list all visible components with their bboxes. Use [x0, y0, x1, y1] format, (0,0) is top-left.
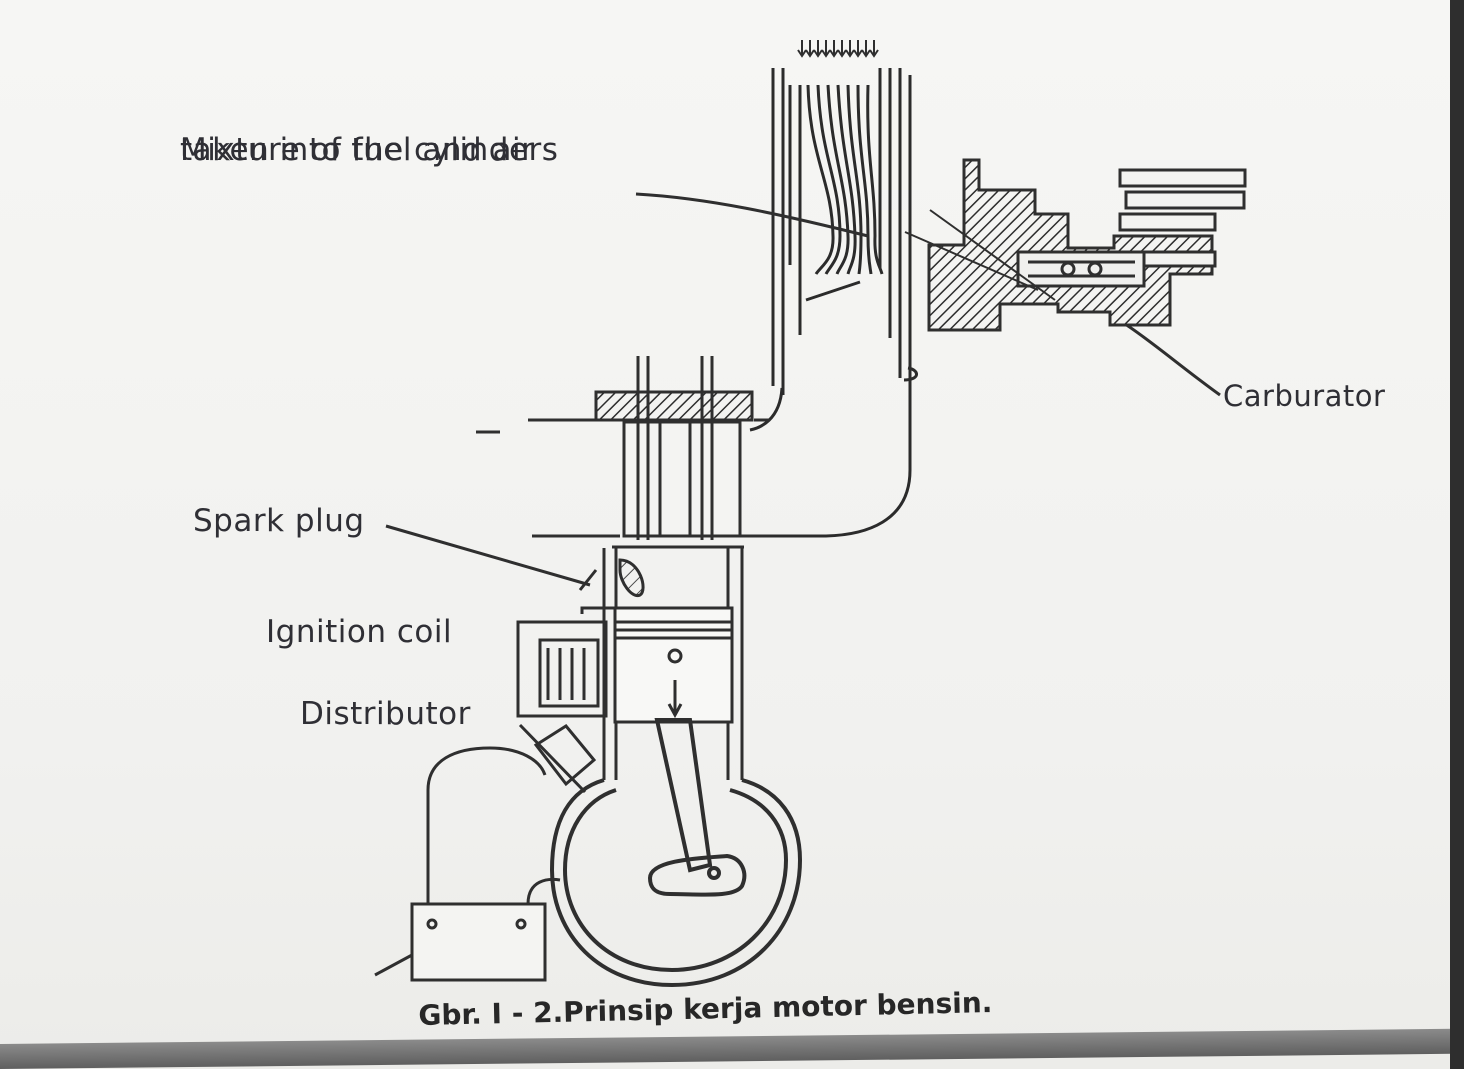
distributor-body: [426, 723, 597, 905]
mixture-label-line-1: Mixture of fuel and air: [180, 132, 535, 168]
ignition-coil: [516, 569, 618, 718]
ignition-coil-label: Ignition coil: [266, 614, 453, 650]
crankcase: [549, 778, 803, 988]
spark-plug-label: Spark plug: [193, 503, 365, 539]
cylinder-and-piston: [602, 545, 744, 780]
connecting-rod: [647, 718, 747, 897]
distributor-label: Distributor: [300, 696, 471, 732]
right-shadow: [1450, 0, 1464, 1069]
battery: [374, 877, 561, 982]
cylinder-head: [476, 356, 770, 540]
carburator-label: Carburator: [1223, 379, 1386, 413]
intake-manifold: [730, 68, 918, 538]
mixture-label-line-2: taken into the cylinders: [180, 132, 559, 168]
intake-arrows: [797, 40, 879, 58]
leader-lines: [385, 192, 1221, 587]
carburator-body: [904, 158, 1247, 332]
